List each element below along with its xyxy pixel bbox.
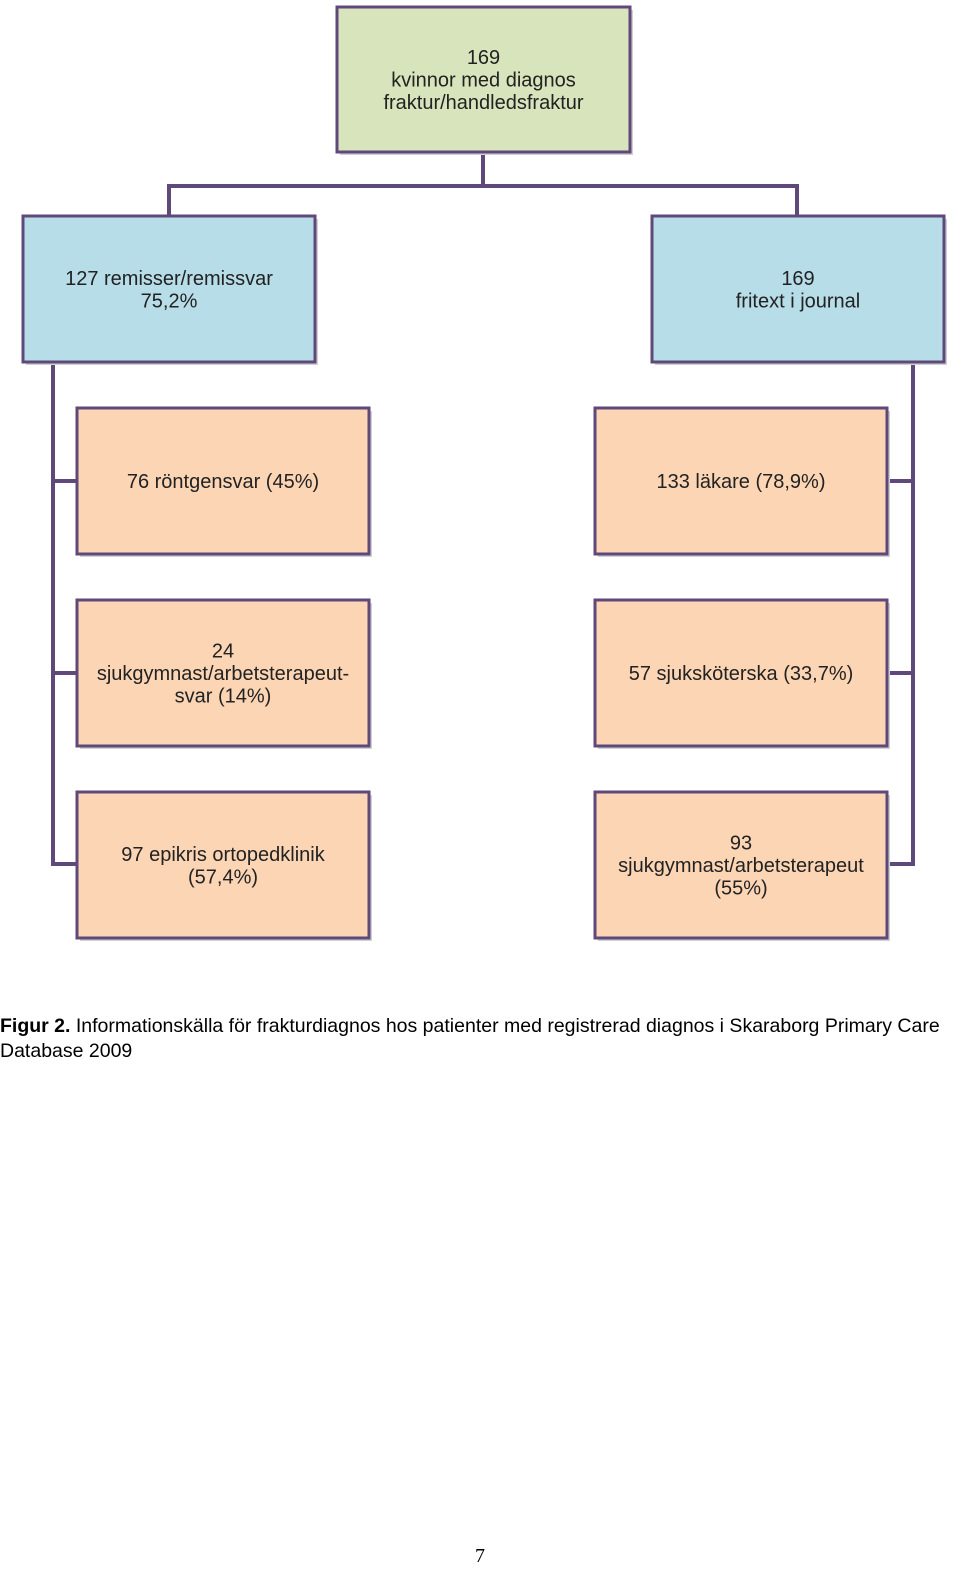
node-text-line: sjukgymnast/arbetsterapeut bbox=[618, 855, 864, 877]
node-text-line: 57 sjuksköterska (33,7%) bbox=[629, 663, 854, 685]
node-text-line: fraktur/handledsfraktur bbox=[383, 92, 583, 114]
node-box bbox=[21, 214, 317, 364]
node-text-line: fritext i journal bbox=[736, 290, 861, 312]
node-box bbox=[593, 406, 889, 556]
node-box bbox=[75, 598, 371, 748]
node-text-line: 169 bbox=[781, 268, 814, 290]
node-text-line: (55%) bbox=[714, 878, 767, 900]
figure-label: Figur 2. bbox=[0, 1015, 71, 1037]
node-text-line: 97 epikris ortopedklinik bbox=[121, 844, 325, 866]
right-detail-node: 57 sjuksköterska (33,7%) bbox=[593, 598, 890, 749]
right-detail-node: 133 läkare (78,9%) bbox=[593, 406, 890, 557]
node-box bbox=[75, 790, 371, 940]
left-detail-node: 76 röntgensvar (45%) bbox=[75, 406, 372, 557]
node-box bbox=[593, 598, 889, 748]
node-text-line: svar (14%) bbox=[175, 686, 272, 708]
node-text-line: 75,2% bbox=[141, 290, 198, 312]
node-text-line: 76 röntgensvar (45%) bbox=[127, 471, 319, 493]
page-number: 7 bbox=[475, 1545, 485, 1567]
node-box bbox=[335, 5, 632, 154]
left-detail-node: 97 epikris ortopedklinik(57,4%) bbox=[75, 790, 372, 941]
connector-lines bbox=[51, 150, 915, 866]
node-text-line: kvinnor med diagnos bbox=[391, 70, 576, 92]
node-text-line: (57,4%) bbox=[188, 866, 258, 888]
node-text-line: 93 bbox=[730, 833, 752, 855]
node-box bbox=[650, 214, 946, 364]
node-text-line: 133 läkare (78,9%) bbox=[657, 471, 826, 493]
node-text-line: 169 bbox=[467, 47, 500, 69]
node-text-line: 127 remisser/remissvar bbox=[65, 268, 273, 290]
node-text-line: sjukgymnast/arbetsterapeut- bbox=[97, 663, 349, 685]
figure-caption: Figur 2. Informationskälla för frakturdi… bbox=[0, 1014, 940, 1064]
figure-caption-text: Informationskälla för frakturdiagnos hos… bbox=[0, 1015, 940, 1062]
node-box bbox=[593, 790, 889, 940]
node-box bbox=[75, 406, 371, 556]
node-text-line: 24 bbox=[212, 641, 234, 663]
